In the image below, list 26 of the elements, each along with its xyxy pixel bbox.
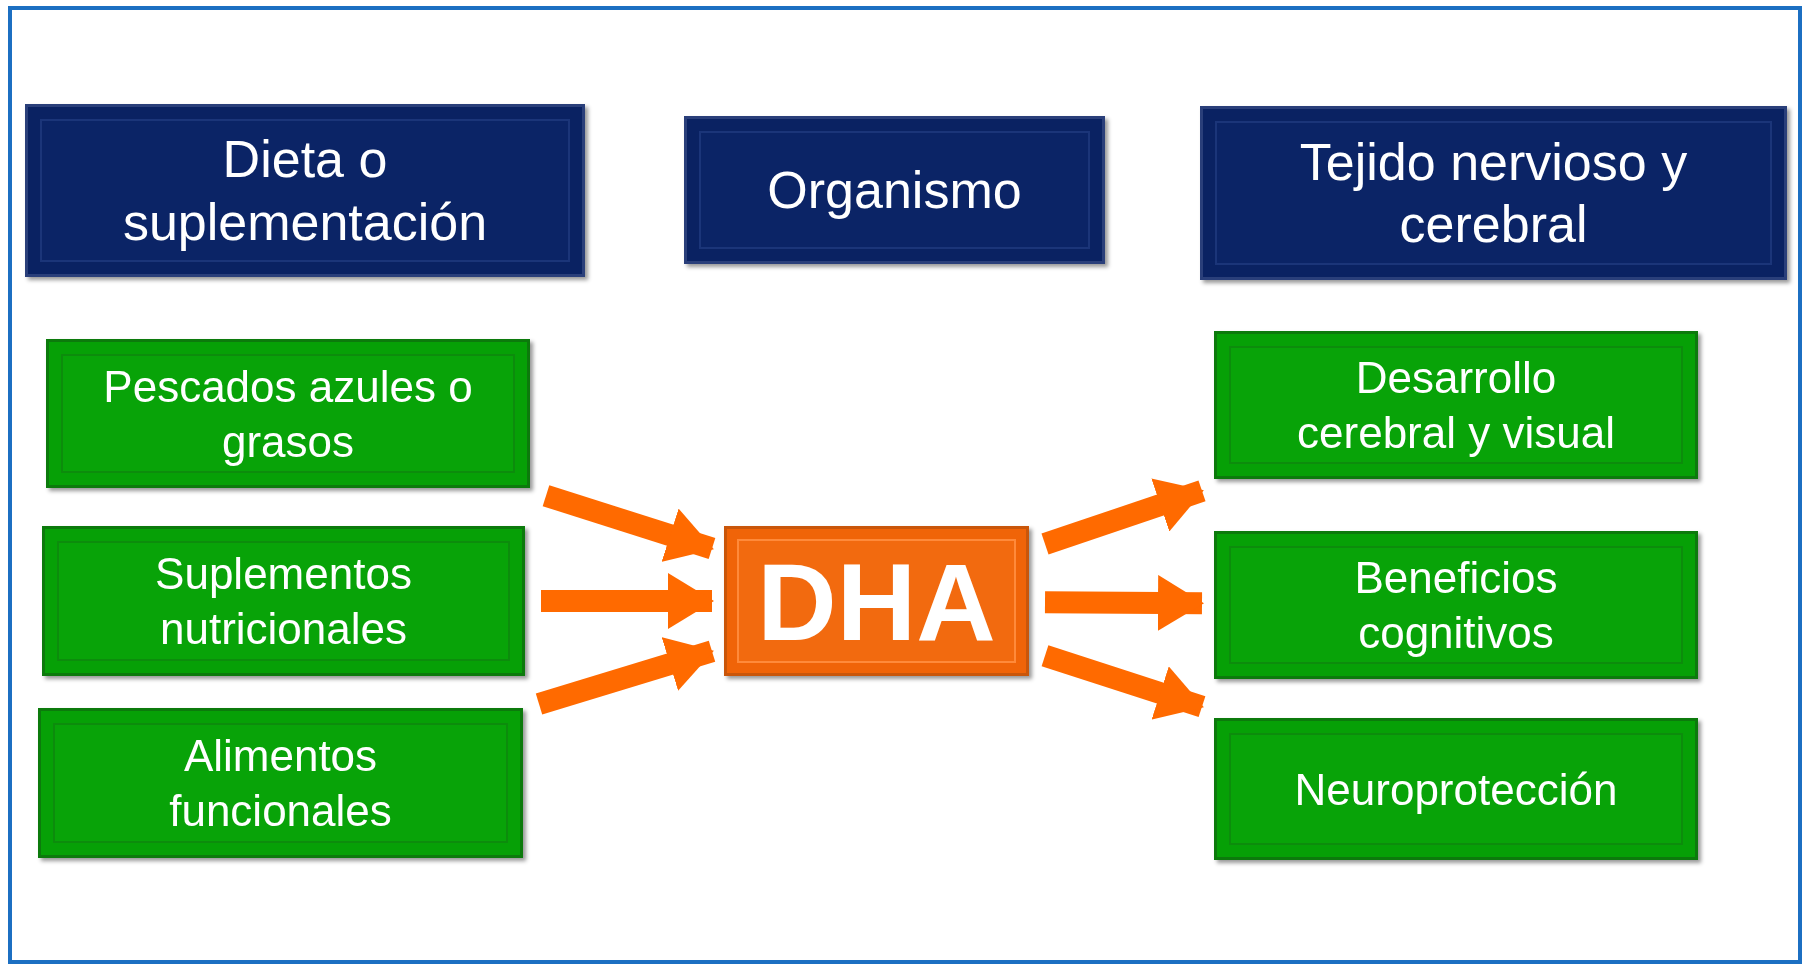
- column-header-box: [1200, 106, 1787, 280]
- node-label: Tejido nervioso y cerebral: [1298, 131, 1689, 255]
- arrow: [535, 637, 716, 715]
- column-header-box: [25, 104, 585, 277]
- central-box: [724, 526, 1029, 676]
- node-label: Beneficios cognitivos: [1353, 552, 1559, 659]
- arrow: [542, 485, 716, 562]
- process-box: [1214, 718, 1698, 860]
- node-label: Organismo: [767, 159, 1022, 221]
- process-box: [1214, 531, 1698, 679]
- node-label: DHA: [757, 538, 996, 665]
- node-label: Alimentos funcionales: [168, 730, 393, 837]
- arrow: [1044, 574, 1204, 631]
- node-label: Pescados azules o grasos: [102, 360, 474, 468]
- arrow: [1041, 478, 1206, 555]
- process-box: [46, 339, 530, 488]
- node-label: Neuroprotección: [1294, 763, 1618, 816]
- node-label: Suplementos nutricionales: [154, 548, 413, 655]
- process-box: [38, 708, 523, 858]
- arrow: [541, 573, 714, 629]
- column-header-box: [684, 116, 1105, 264]
- process-box: [1214, 331, 1698, 479]
- node-label: Dieta o suplementación: [121, 129, 489, 253]
- process-box: [42, 526, 525, 676]
- arrow: [1041, 645, 1206, 720]
- node-label: Desarrollo cerebral y visual: [1296, 352, 1616, 459]
